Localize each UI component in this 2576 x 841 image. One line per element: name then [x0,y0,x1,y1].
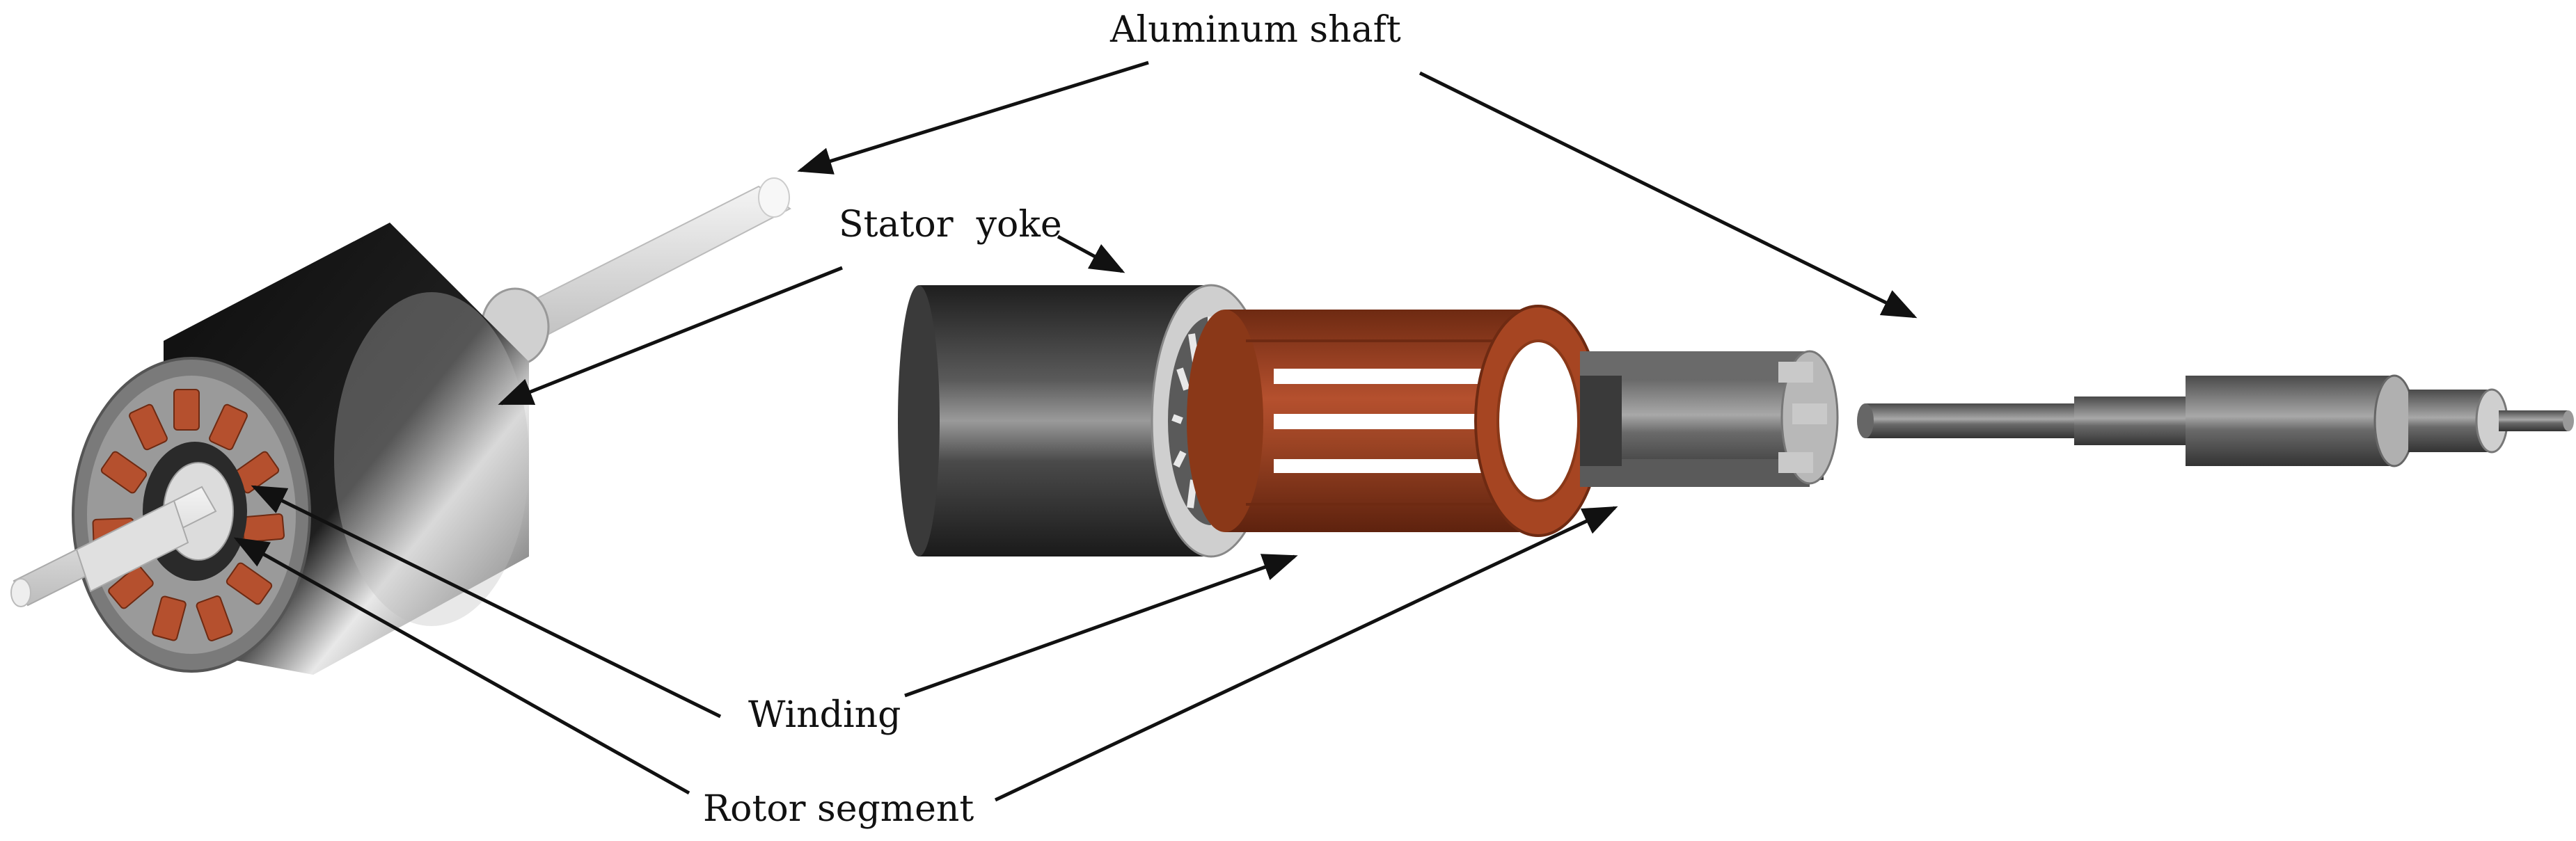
rotor-segments [1580,350,1839,487]
leader-arrows [233,61,1918,802]
arrow-aluminum-shaft-left [797,61,1149,175]
stepped-shaft [1857,374,2574,467]
arrow-winding-right [904,554,1298,698]
motor-back-shaft [479,177,791,367]
arrow-rotor-segment-left [233,537,690,795]
label-winding: Winding [748,694,901,736]
winding-slots [1274,369,1490,473]
label-stator-yoke: Stator yoke [839,204,1062,246]
label-aluminum-shaft: Aluminum shaft [1109,9,1401,51]
label-rotor-segment: Rotor segment [703,788,974,830]
assembled-motor [10,177,791,675]
winding-bars [1246,339,1517,506]
arrow-winding-left [251,485,722,719]
arrow-stator-yoke-left [498,266,843,406]
arrow-stator-yoke-right [1057,234,1125,273]
motor-front-shaft [10,486,217,607]
arrow-rotor-segment-right [994,506,1618,802]
winding-cage [1187,305,1602,537]
arrow-aluminum-shaft-right [1419,71,1918,319]
